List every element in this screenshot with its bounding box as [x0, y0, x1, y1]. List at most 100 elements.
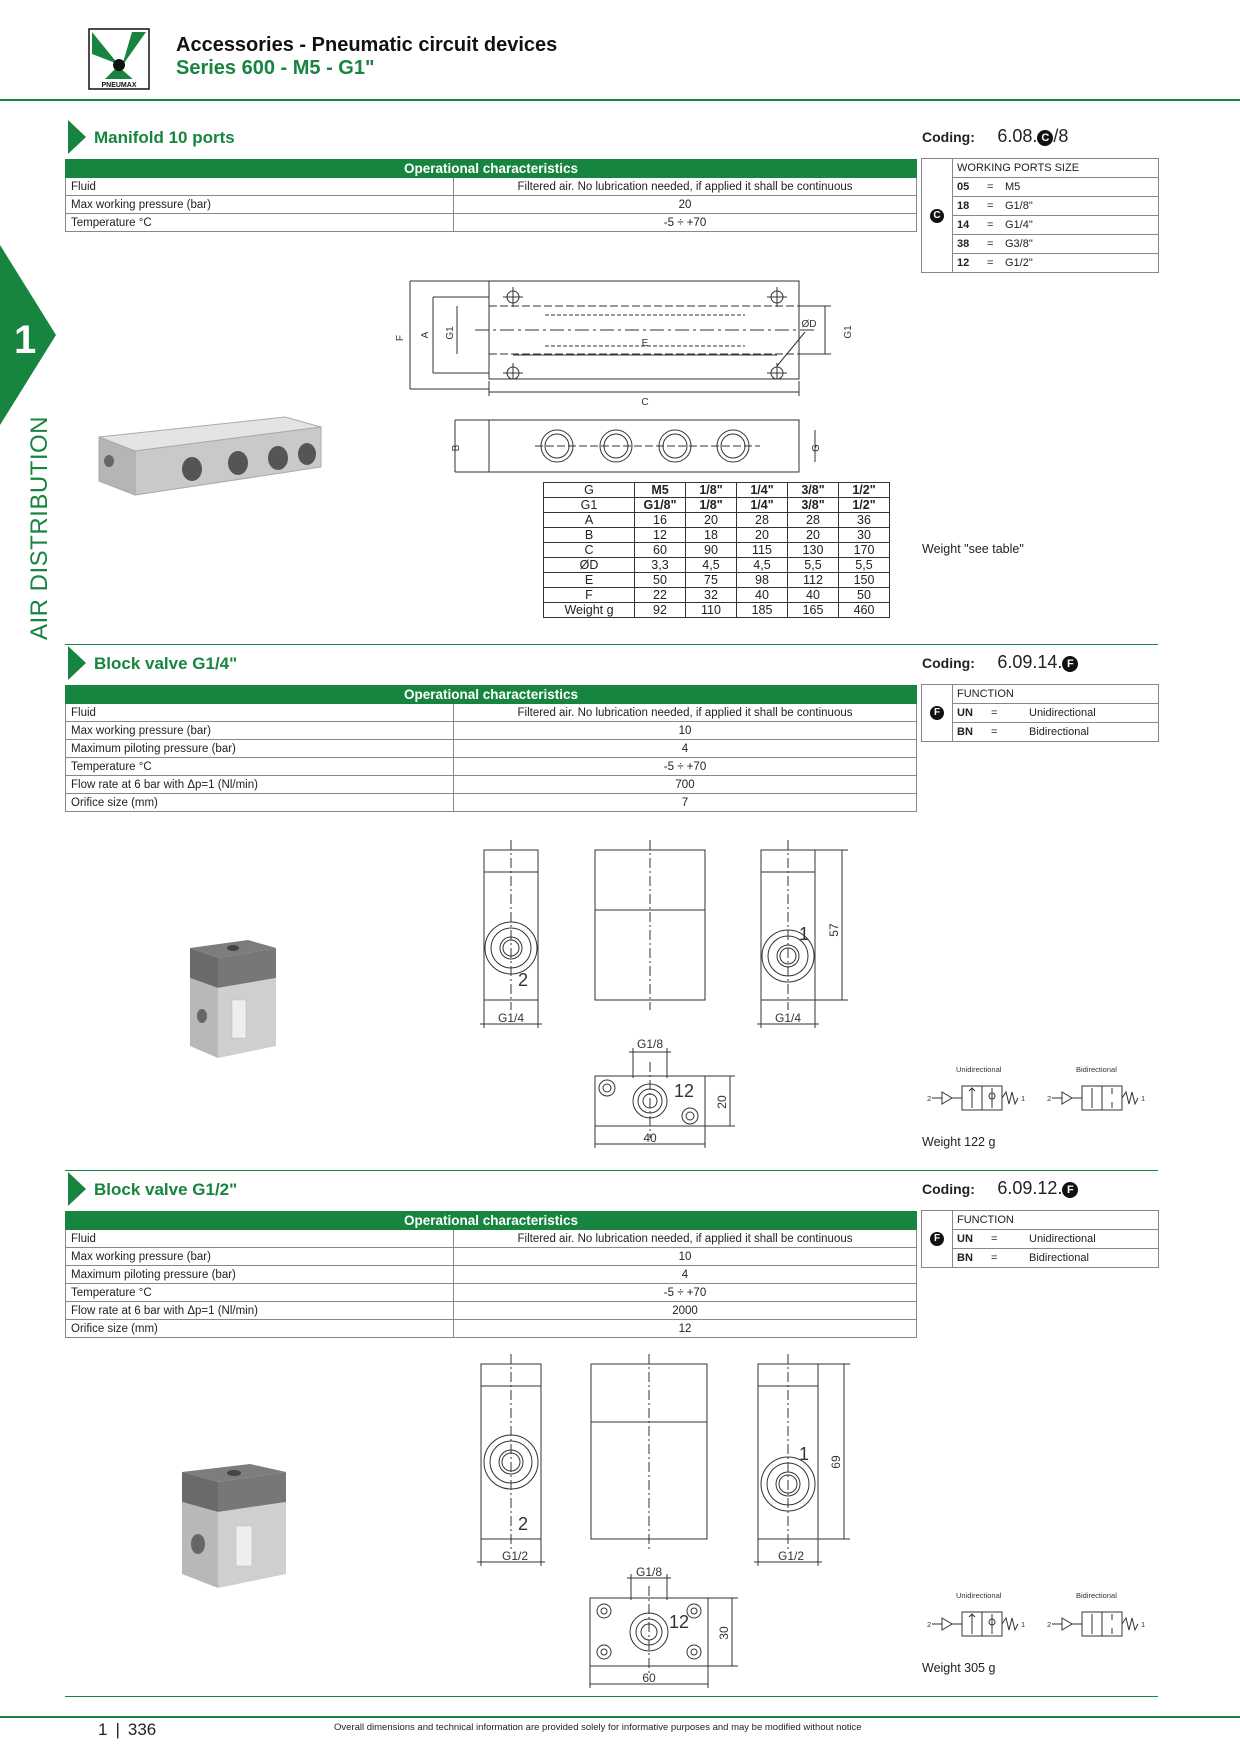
footer-divider: [0, 1716, 1240, 1718]
list-item: 05=M5: [922, 177, 1158, 197]
chapter-tab: [0, 245, 56, 425]
dim-label: ØD: [802, 319, 817, 330]
header-divider: [0, 99, 1240, 101]
section-divider: [65, 1170, 1158, 1171]
code-box-header: FUNCTION: [952, 685, 1158, 704]
port-label: 2: [1047, 1620, 1051, 1629]
dim-label: G1/8: [637, 1037, 663, 1051]
table-row: Orifice size (mm)7: [65, 793, 917, 812]
port-label: 12: [669, 1612, 689, 1632]
dim-label: C: [641, 397, 648, 408]
section-divider: [65, 1696, 1158, 1697]
dim-label: G1/8: [636, 1565, 662, 1579]
valve14-drawing: 2 1 G1/4 G1/4 57 G1/8 12 40 20: [480, 840, 848, 1148]
valve14-coding: Coding: 6.09.14.F: [922, 652, 1079, 673]
dim-label: G1: [445, 326, 456, 340]
manifold-code-box: C WORKING PORTS SIZE 05=M5 18=G1/8" 14=G…: [921, 158, 1159, 273]
symbol-label: Unidirectional: [956, 1065, 1002, 1074]
list-item: UN=Unidirectional: [922, 1229, 1158, 1249]
list-item: BN=Bidirectional: [957, 1252, 1089, 1264]
manifold-coding: Coding: 6.08.C/8: [922, 126, 1068, 147]
table-row: Orifice size (mm)12: [65, 1319, 917, 1338]
dim-label: F: [395, 335, 406, 341]
brand-logo: PNEUMAX: [88, 28, 150, 90]
code-box-header: WORKING PORTS SIZE: [952, 159, 1158, 178]
list-item: UN=Unidirectional: [922, 703, 1158, 723]
chapter-label: AIR DISTRIBUTION: [26, 415, 53, 640]
valve12-weight: Weight 305 g: [922, 1661, 996, 1675]
footer-note: Overall dimensions and technical informa…: [334, 1722, 862, 1733]
coding-label: Coding:: [922, 129, 975, 145]
coding-value: 6.09.12.F: [997, 1178, 1079, 1198]
dim-label: G1/4: [498, 1011, 524, 1025]
coding-label: Coding:: [922, 655, 975, 671]
port-label: 2: [518, 970, 528, 990]
dim-label: 20: [715, 1095, 729, 1109]
valve14-code-box: F FUNCTION UN=Unidirectional BN=Bidirect…: [921, 684, 1159, 742]
list-item: 18=G1/8": [922, 196, 1158, 216]
valve12-symbols: Unidirectional Bidirectional 2 1 2 1: [927, 1591, 1145, 1637]
code-bullet-icon: F: [930, 706, 944, 720]
table-row: Maximum piloting pressure (bar)4: [65, 1265, 917, 1284]
symbol-label: Bidirectional: [1076, 1065, 1117, 1074]
valve12-photo: [182, 1464, 286, 1588]
port-label: 1: [1141, 1620, 1145, 1629]
coding-label: Coding:: [922, 1181, 975, 1197]
table-row: Flow rate at 6 bar with Δp=1 (Nl/min)200…: [65, 1301, 917, 1320]
brand-name: PNEUMAX: [101, 82, 136, 89]
port-label: 1: [799, 1444, 809, 1464]
table-row: Max working pressure (bar)20: [65, 195, 917, 214]
code-box-header: FUNCTION: [952, 1211, 1158, 1230]
manifold-title: Manifold 10 ports: [94, 128, 235, 147]
symbol-label: Unidirectional: [956, 1591, 1002, 1600]
valve14-title: Block valve G1/4": [94, 654, 238, 673]
chapter-number: 1: [14, 318, 37, 362]
coding-bullet-icon: C: [1037, 130, 1054, 146]
table-row: Temperature °C-5 ÷ +70: [65, 213, 917, 232]
dim-label: G1: [843, 325, 854, 339]
table-row: Temperature °C-5 ÷ +70: [65, 1283, 917, 1302]
valve14-symbols: Unidirectional Bidirectional 2 1 2 1: [927, 1065, 1145, 1111]
manifold-weight: Weight "see table": [922, 542, 1024, 556]
section-arrow-icon: [68, 646, 86, 680]
valve12-coding: Coding: 6.09.12.F: [922, 1178, 1079, 1199]
table-row: Temperature °C-5 ÷ +70: [65, 757, 917, 776]
symbol-label: Bidirectional: [1076, 1591, 1117, 1600]
dim-label: 60: [642, 1671, 656, 1685]
port-label: 1: [1021, 1094, 1025, 1103]
port-label: 1: [1141, 1094, 1145, 1103]
port-label: 2: [927, 1094, 931, 1103]
manifold-photo: [98, 416, 322, 496]
op-table-header: Operational characteristics: [65, 1211, 917, 1230]
dim-label: E: [642, 338, 649, 349]
section-divider: [65, 644, 1158, 645]
page-number: 1|336: [98, 1720, 157, 1739]
list-item: 12=G1/2": [957, 257, 1033, 269]
dim-label: G1/2: [778, 1549, 804, 1563]
dim-label: B: [451, 444, 462, 451]
list-item: BN=Bidirectional: [957, 726, 1089, 738]
coding-bullet-icon: F: [1062, 1182, 1079, 1198]
list-item: 38=G3/8": [922, 234, 1158, 254]
dim-label: 30: [717, 1626, 731, 1640]
dim-label: 57: [827, 923, 841, 937]
list-item: 14=G1/4": [922, 215, 1158, 235]
port-label: 1: [799, 924, 809, 944]
port-label: 2: [927, 1620, 931, 1629]
coding-value: 6.08.C/8: [997, 126, 1069, 146]
section-arrow-icon: [68, 1172, 86, 1206]
page-title: Accessories - Pneumatic circuit devices: [176, 34, 558, 56]
